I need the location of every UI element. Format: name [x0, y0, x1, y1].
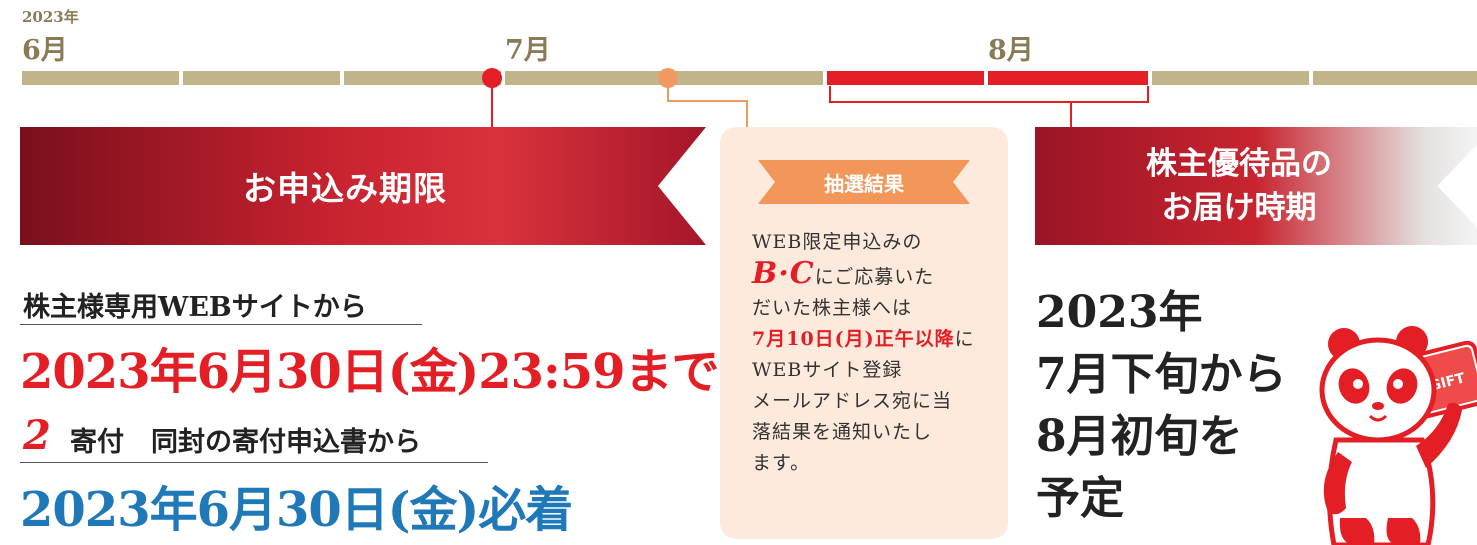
donation-deadline-date: 2023年6月30日(金)必着	[20, 482, 573, 538]
deadline-banner: お申込み期限	[20, 127, 706, 245]
timeline-segment	[22, 71, 179, 85]
donation-number: 2	[23, 412, 51, 459]
lottery-bc: B·C	[752, 256, 815, 291]
divider	[20, 462, 488, 463]
timeline-segment-highlight	[988, 71, 1148, 85]
lottery-marker-dot	[658, 68, 678, 88]
web-deadline-date: 2023年6月30日(金)23:59まで	[20, 344, 720, 400]
lottery-line: ます。	[752, 452, 811, 474]
timeline-segment	[666, 71, 823, 85]
deadline-banner-title: お申込み期限	[243, 169, 447, 208]
lottery-announcement-date: 7月10日(月)正午以降	[752, 328, 955, 350]
deadline-connector	[491, 86, 493, 127]
delivery-banner-line: お届け時期	[1161, 190, 1317, 226]
timeline-year: 2023年	[22, 8, 79, 26]
lottery-connector	[746, 100, 748, 128]
donation-label: 寄付 同封の寄付申込書から	[70, 427, 421, 458]
delivery-line: 8月初旬を	[1036, 411, 1243, 462]
lottery-description: WEB限定申込みの B·Cにご応募いた だいた株主様へは 7月10日(月)正午以…	[752, 227, 982, 479]
lottery-connector	[667, 86, 669, 101]
delivery-banner-line: 株主優待品の	[1146, 146, 1332, 182]
timeline-segment	[1313, 71, 1477, 85]
timeline-month-july: 7月	[505, 35, 551, 66]
delivery-line: 2023年	[1036, 287, 1203, 338]
delivery-banner: 株主優待品の お届け時期	[1035, 127, 1477, 245]
web-application-label: 株主様専用WEBサイトから	[23, 292, 367, 323]
panda-mascot-icon: GIFT	[1319, 326, 1477, 545]
timeline-segment-highlight	[827, 71, 984, 85]
delivery-bracket	[1147, 86, 1149, 102]
delivery-bracket	[829, 101, 1149, 103]
delivery-schedule: 2023年 7月下旬から 8月初旬を 予定	[1036, 282, 1336, 530]
lottery-title-ribbon: 抽選結果	[758, 160, 970, 204]
lottery-line: にご応募いた	[814, 266, 935, 288]
timeline-segment	[183, 71, 340, 85]
lottery-line: だいた株主様へは	[752, 297, 913, 319]
deadline-marker-dot	[482, 68, 502, 88]
delivery-line: 予定	[1036, 473, 1124, 524]
timeline-month-august: 8月	[988, 35, 1034, 66]
lottery-title: 抽選結果	[824, 171, 904, 196]
timeline-segment	[505, 71, 662, 85]
lottery-line: にWEBサイト登録	[752, 328, 975, 381]
delivery-connector	[1070, 101, 1072, 127]
lottery-line: 落結果を通知いたし	[752, 421, 933, 443]
delivery-bracket	[829, 86, 831, 102]
lottery-line: WEB限定申込みの	[752, 231, 923, 253]
lottery-line: メールアドレス宛に当	[752, 390, 953, 412]
delivery-line: 7月下旬から	[1036, 349, 1287, 400]
timeline-month-june: 6月	[22, 35, 68, 66]
timeline-segment	[1152, 71, 1309, 85]
divider	[20, 324, 422, 325]
lottery-connector	[667, 100, 747, 102]
timeline-segment	[344, 71, 501, 85]
